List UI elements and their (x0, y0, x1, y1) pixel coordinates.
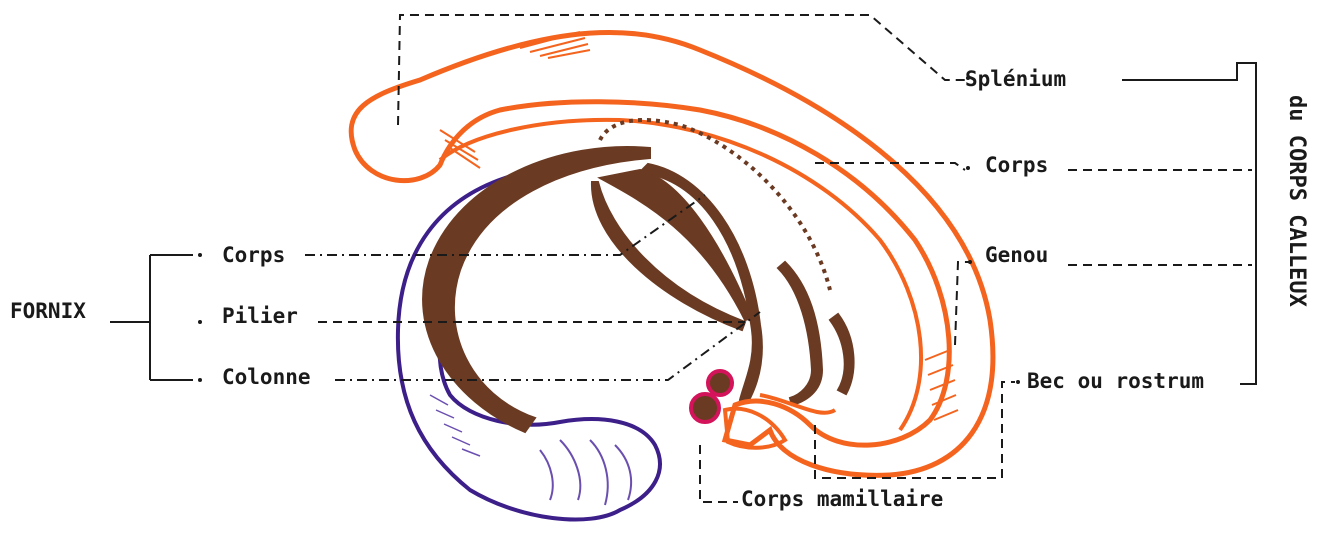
label-bec-rostrum: Bec ou rostrum (1027, 369, 1204, 393)
labels: Splénium Corps Genou Bec ou rostrum FORN… (10, 67, 1309, 511)
label-fornix-colonne: Colonne (222, 365, 311, 389)
label-corps-mamillaire: Corps mamillaire (741, 487, 943, 511)
label-splenium: Splénium (965, 67, 1066, 91)
fornix-drawing (423, 147, 854, 432)
label-fornix-pilier: Pilier (222, 304, 298, 328)
corpus-callosum-leaders (398, 15, 1256, 478)
label-genou: Genou (985, 243, 1048, 267)
label-corps-calleux-corps: Corps (985, 153, 1048, 177)
label-corps-calleux-group: du CORPS CALLEUX (1284, 95, 1309, 307)
label-fornix-corps: Corps (222, 243, 285, 267)
label-fornix-group: FORNIX (10, 299, 86, 323)
